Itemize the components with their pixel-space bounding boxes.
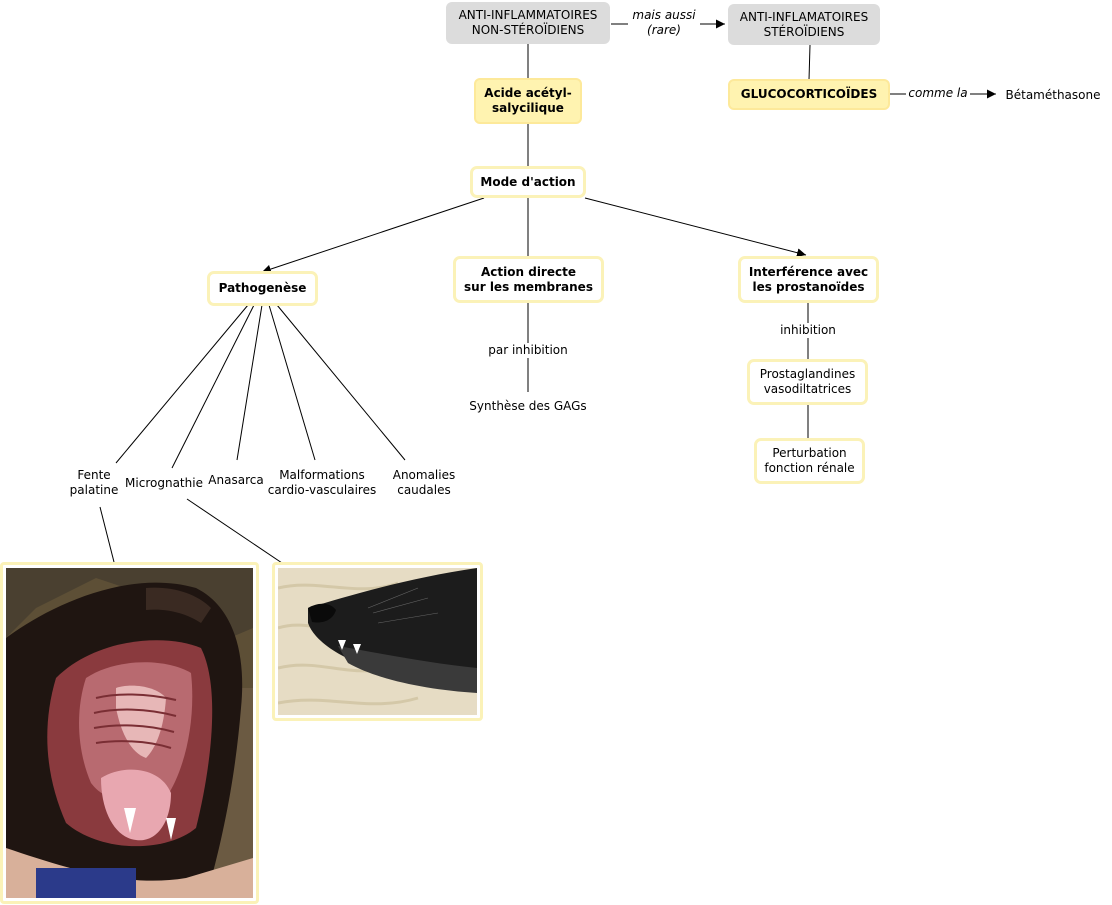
- photo-micrognathie[interactable]: [272, 562, 483, 721]
- link-patho-anasarca: [236, 304, 263, 461]
- node-mode-action[interactable]: Mode d'action: [470, 166, 586, 198]
- photo-fente-palatine[interactable]: [0, 562, 259, 904]
- link-mode-interf: [584, 197, 807, 258]
- node-interference-prostanoides[interactable]: Interférence avec les prostanoïdes: [738, 256, 879, 303]
- link-label-par-inhibition: par inhibition: [478, 343, 578, 358]
- link-ais-gluco: [808, 44, 811, 81]
- node-action-membranes[interactable]: Action directe sur les membranes: [453, 256, 604, 303]
- node-anasarca[interactable]: Anasarca: [208, 472, 264, 487]
- node-betamethasone[interactable]: Bétaméthasone: [1005, 87, 1101, 102]
- node-glucocorticoides[interactable]: GLUCOCORTICOÏDES: [728, 79, 890, 110]
- node-micrognathie[interactable]: Micrognathie: [125, 475, 203, 490]
- node-malformations[interactable]: Malformations cardio-vasculaires: [267, 468, 377, 497]
- link-label-inhibition: inhibition: [773, 323, 843, 338]
- node-fonction-renale[interactable]: Perturbation fonction rénale: [754, 438, 865, 484]
- dog-mouth-image: [6, 568, 253, 898]
- dog-snout-image: [277, 568, 477, 715]
- link-patho-anomalies: [276, 304, 406, 461]
- node-prostaglandines[interactable]: Prostaglandines vasodiltatrices: [747, 359, 868, 405]
- node-ains[interactable]: ANTI-INFLAMMATOIRES NON-STÉROÏDIENS: [446, 2, 610, 44]
- link-micro-photo: [186, 498, 286, 566]
- link-patho-micro: [171, 304, 255, 469]
- node-ais[interactable]: ANTI-INFLAMATOIRES STÉROÏDIENS: [728, 4, 880, 45]
- link-fente-photo: [99, 506, 115, 563]
- link-mode-patho: [261, 197, 485, 274]
- node-synthese-gags[interactable]: Synthèse des GAGs: [469, 398, 587, 413]
- node-anomalies-caudales[interactable]: Anomalies caudales: [392, 468, 456, 497]
- link-label-comme-la: comme la: [906, 86, 970, 101]
- link-patho-fente: [115, 304, 249, 464]
- link-patho-malfo: [268, 304, 316, 461]
- link-label-mais-aussi: mais aussi (rare): [628, 8, 700, 38]
- node-aspirin[interactable]: Acide acétyl- salycilique: [474, 78, 582, 124]
- node-pathogenese[interactable]: Pathogenèse: [207, 271, 318, 306]
- node-fente-palatine[interactable]: Fente palatine: [69, 468, 119, 497]
